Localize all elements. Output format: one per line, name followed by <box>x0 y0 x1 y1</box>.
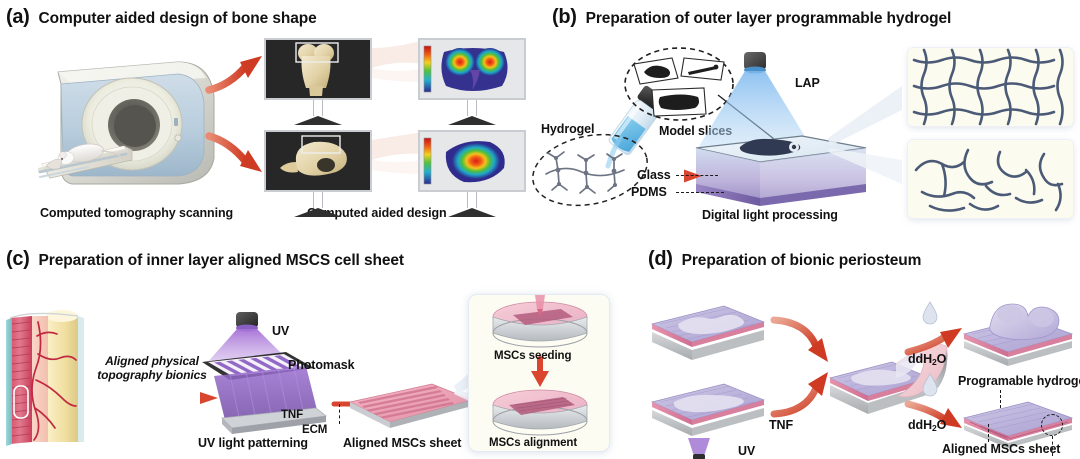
panel-c-heading: (c) Preparation of inner layer aligned M… <box>6 248 404 271</box>
dlp-apparatus <box>695 52 867 206</box>
panel-b-title: Preparation of outer layer programmable … <box>585 10 952 27</box>
ddh2o-droplet-top <box>922 301 938 325</box>
panel-c-ecm-label: ECM <box>302 424 328 436</box>
panel-a-scanner-label: Computed tomography scanning <box>40 206 234 220</box>
swollen-programmable-hydrogel <box>962 303 1074 366</box>
crosslinked-network-inset <box>908 48 1073 126</box>
panel-c-letter: (c) <box>6 248 30 270</box>
panel-b-letter: (b) <box>552 6 577 28</box>
panel-d-programmable-hydrogel-label: Programable hydrogel <box>958 374 1080 388</box>
ddh2o-suffix-bottom: O <box>936 418 947 432</box>
model-slices-callout <box>624 47 734 121</box>
monitor-neck <box>313 100 323 116</box>
bionics-line-2: topography bionics <box>97 368 207 382</box>
monitor-neck <box>467 100 477 116</box>
panel-b-glass-label: Glass <box>637 168 671 182</box>
panel-d-arrow-upper <box>770 316 828 362</box>
ddh2o-sub-bottom: 2 <box>932 423 937 433</box>
panel-a-arrow-lower <box>205 132 262 172</box>
panel-d-uv-label: UV <box>738 444 756 458</box>
skull-image <box>266 132 370 190</box>
panel-c-title: Preparation of inner layer aligned MSCS … <box>38 252 404 269</box>
uv-patterning-apparatus <box>202 312 327 434</box>
panel-d-ddh2o-top-label: ddH2O <box>908 352 946 367</box>
monitor-neck <box>313 192 323 208</box>
network-callout-beams <box>828 86 902 184</box>
panel-d-heading: (d) Preparation of bionic periosteum <box>648 248 921 271</box>
hydrogel-vial <box>605 85 669 169</box>
zoom-ring-leader <box>1052 436 1053 456</box>
bilayer-peeling-construct <box>828 343 948 414</box>
monitor-base <box>294 116 342 125</box>
panel-b-dlp-label: Digital light processing <box>702 208 838 222</box>
panel-c-tnf-label: TNF <box>281 409 304 421</box>
monitor-neck <box>467 192 477 208</box>
hydrogel-slab-top <box>650 305 766 360</box>
aligned-mscs-sheet <box>348 383 474 428</box>
loose-chain-drawing <box>908 140 1073 218</box>
ddh2o-sub-top: 2 <box>932 357 937 367</box>
glass-leader-line <box>676 175 718 176</box>
panel-b-pdms-label: PDMS <box>631 185 667 199</box>
heatmap-single-lobe <box>420 132 524 190</box>
panel-b-process-arrow <box>621 169 702 183</box>
ecm-leader-line <box>339 404 340 424</box>
panel-d-arrow-to-flat <box>904 400 962 428</box>
ddh2o-prefix-top: ddH <box>908 352 932 366</box>
panel-d-arrow-to-hydrogel <box>904 328 962 356</box>
panel-d-tnf-label: TNF <box>769 418 793 432</box>
ddh2o-suffix-top: O <box>936 352 947 366</box>
panel-d-title: Preparation of bionic periosteum <box>681 252 922 269</box>
panel-c-aligned-sheet-label: Aligned MSCs sheet <box>343 436 462 450</box>
beam-connector-upper <box>372 40 424 82</box>
polymer-molecule-callout <box>532 133 648 207</box>
loose-chain-network-inset <box>908 140 1073 218</box>
panel-c-uv-label: UV <box>272 324 290 338</box>
monitor-base <box>448 208 496 217</box>
mscs-dishes-drawing <box>492 295 588 436</box>
mscs-alignment-label: MSCs alignment <box>489 437 578 449</box>
monitor-screen-heatmap-skull <box>418 130 526 192</box>
monitor-screen-skull <box>264 130 372 192</box>
panel-d-ddh2o-bottom-label: ddH2O <box>908 418 946 433</box>
panel-d-letter: (d) <box>648 248 673 270</box>
ddh2o-prefix-bottom: ddH <box>908 418 932 432</box>
aligned-sheet-leader <box>988 424 989 442</box>
panel-a-arrow-upper <box>205 56 262 94</box>
zoom-detail-ring <box>1041 414 1063 436</box>
mscs-process-inset-card: MSCs seeding MSCs alignment <box>468 294 610 452</box>
hydrogel-slab-bottom <box>650 383 766 459</box>
crosslinked-network-drawing <box>908 48 1073 126</box>
panel-c-bionics-label: Aligned physical topography bionics <box>86 354 218 382</box>
panel-a-title: Computer aided design of bone shape <box>38 10 317 27</box>
heatmap-double-lobe <box>420 40 524 98</box>
femur-image <box>266 40 370 98</box>
programmable-hydrogel-leader <box>1000 390 1001 408</box>
ct-scanner-illustration <box>38 61 215 185</box>
panel-c-uvpatterning-label: UV light patterning <box>198 436 308 450</box>
mscs-seeding-label: MSCs seeding <box>494 350 572 362</box>
panel-a-letter: (a) <box>6 6 30 28</box>
bionics-line-1: Aligned physical <box>105 354 199 368</box>
monitor-screen-heatmap-femur <box>418 38 526 100</box>
beam-connector-lower <box>372 132 424 174</box>
ddh2o-droplet-bottom <box>922 373 938 397</box>
panel-a-heading: (a) Computer aided design of bone shape <box>6 6 317 29</box>
panel-b-hydrogel-label: Hydrogel <box>541 122 595 136</box>
panel-b-heading: (b) Preparation of outer layer programma… <box>552 6 951 29</box>
panel-b-lap-label: LAP <box>795 76 820 90</box>
pdms-leader-line <box>676 192 724 193</box>
monitor-base <box>294 208 342 217</box>
monitor-screen-femur <box>264 38 372 100</box>
monitor-base <box>448 116 496 125</box>
panel-c-photomask-label: Photomask <box>288 358 355 372</box>
periosteum-tissue-illustration <box>6 310 84 446</box>
panel-c-bionics-arrow <box>81 392 218 404</box>
panel-d-arrow-lower <box>770 372 828 418</box>
panel-d-aligned-sheet-label: Aligned MSCs sheet <box>942 442 1061 456</box>
